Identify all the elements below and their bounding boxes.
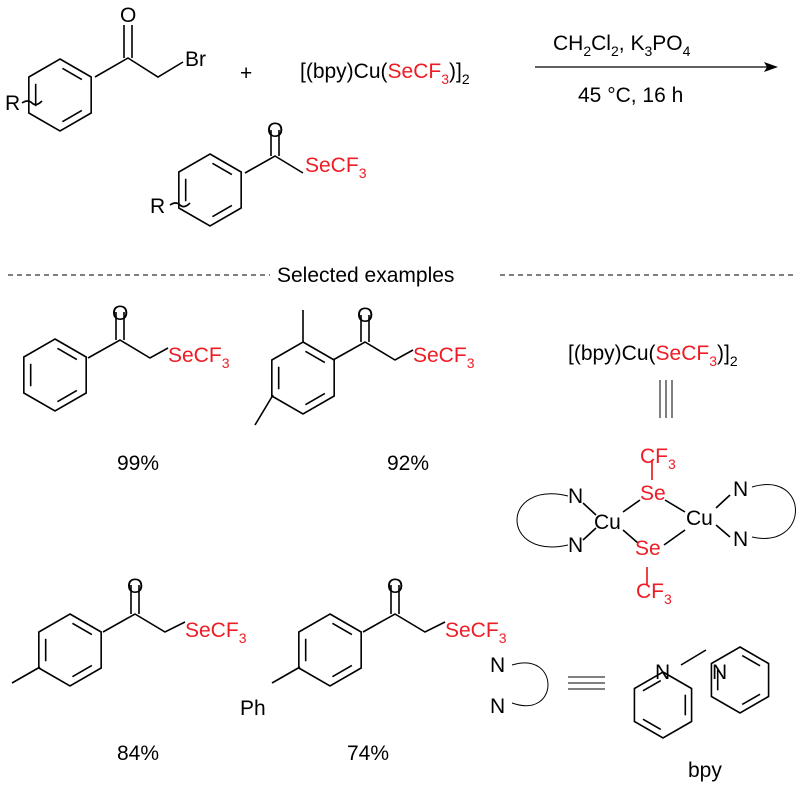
- example-2: O SeCF3 92%: [254, 304, 475, 475]
- benzene-ring: [298, 613, 362, 687]
- aromatic-double-bond: [741, 654, 761, 667]
- oxygen-label: O: [127, 575, 143, 598]
- example-4: O SeCF3 Ph 74%: [240, 575, 507, 765]
- nitrogen-label: N: [490, 654, 505, 677]
- nitrogen-label: N: [490, 695, 505, 718]
- nitrogen-label: N: [568, 534, 583, 557]
- cf3-label: CF3: [636, 580, 672, 607]
- secf3-group: SeCF3: [168, 344, 230, 371]
- yield-label: 74%: [347, 742, 389, 765]
- aromatic-double-bond: [305, 392, 326, 406]
- copper-label: Cu: [594, 511, 621, 534]
- benzene-ring: [178, 153, 242, 227]
- oxygen-label: O: [120, 4, 136, 27]
- aromatic-double-bond: [212, 204, 233, 218]
- copper-label: Cu: [686, 507, 713, 530]
- aromatic-double-bond: [642, 718, 662, 731]
- benzene-ring: [38, 613, 102, 687]
- yield-label: 84%: [117, 742, 159, 765]
- aromatic-double-bond: [212, 162, 233, 176]
- r-substituent-label: R: [5, 92, 20, 115]
- secf3-group: SeCF3: [305, 154, 367, 181]
- bpy-legend: N N N N bpy: [490, 649, 727, 782]
- benzene-ring: [28, 58, 92, 132]
- bpy-label: bpy: [688, 759, 722, 782]
- aromatic-double-bond: [741, 693, 761, 706]
- cf3-label: CF3: [640, 445, 676, 472]
- oxygen-label: O: [387, 575, 403, 598]
- section-title: Selected examples: [277, 264, 454, 287]
- plus-sign: +: [240, 62, 252, 85]
- equivalence-triple-bar: [659, 380, 673, 418]
- copper-reagent-formula: [(bpy)Cu(SeCF3)]2: [568, 342, 738, 369]
- aromatic-double-bond: [57, 347, 78, 361]
- aromatic-double-bond: [332, 622, 353, 636]
- nitrogen-label: N: [712, 661, 727, 684]
- benzene-ring: [23, 338, 87, 412]
- equivalence-triple-bar: [568, 676, 605, 690]
- bromine-label: Br: [185, 48, 206, 71]
- secf3-group: SeCF3: [185, 619, 247, 646]
- benzene-ring: [271, 341, 335, 415]
- r-substituent-label: R: [150, 195, 165, 218]
- example-3: O SeCF3 84%: [11, 575, 247, 765]
- oxygen-label: O: [357, 304, 373, 327]
- phenyl-label: Ph: [240, 697, 266, 720]
- benzene-ring: [710, 646, 770, 714]
- aromatic-double-bond: [57, 389, 78, 403]
- aromatic-double-bond: [72, 622, 93, 636]
- nitrogen-label: N: [733, 528, 748, 551]
- copper-reagent: [(bpy)Cu(SeCF3)]2: [300, 60, 470, 87]
- aromatic-double-bond: [62, 109, 83, 123]
- aromatic-double-bond: [642, 679, 662, 692]
- conditions-temp-time: 45 °C, 16 h: [578, 84, 683, 107]
- conditions-solvent-base: CH2Cl2, K3PO4: [553, 32, 691, 59]
- oxygen-label: O: [112, 302, 128, 325]
- copper-selenolate-dimer: N N N N Cu Cu Se Se CF3 CF3: [516, 445, 796, 607]
- arrow-head: [764, 62, 778, 72]
- selenium-label: Se: [640, 482, 666, 505]
- yield-label: 99%: [117, 452, 159, 475]
- nitrogen-label: N: [733, 478, 748, 501]
- benzene-ring: [633, 671, 693, 739]
- nitrogen-label: N: [568, 485, 583, 508]
- example-1: O SeCF3 99%: [87, 302, 230, 475]
- benzene-rings: [23, 58, 770, 739]
- oxygen-label: O: [267, 119, 283, 142]
- yield-label: 92%: [387, 452, 429, 475]
- product-structure: O R SeCF3: [150, 119, 367, 218]
- selenium-label: Se: [635, 537, 661, 560]
- secf3-group: SeCF3: [413, 344, 475, 371]
- aromatic-double-bond: [332, 664, 353, 678]
- reactant-bromoacetophenone: O Br R: [5, 4, 206, 115]
- aromatic-double-bond: [305, 350, 326, 364]
- nitrogen-label: N: [655, 661, 670, 684]
- aromatic-double-bond: [62, 67, 83, 81]
- aromatic-double-bond: [72, 664, 93, 678]
- secf3-group: SeCF3: [445, 619, 507, 646]
